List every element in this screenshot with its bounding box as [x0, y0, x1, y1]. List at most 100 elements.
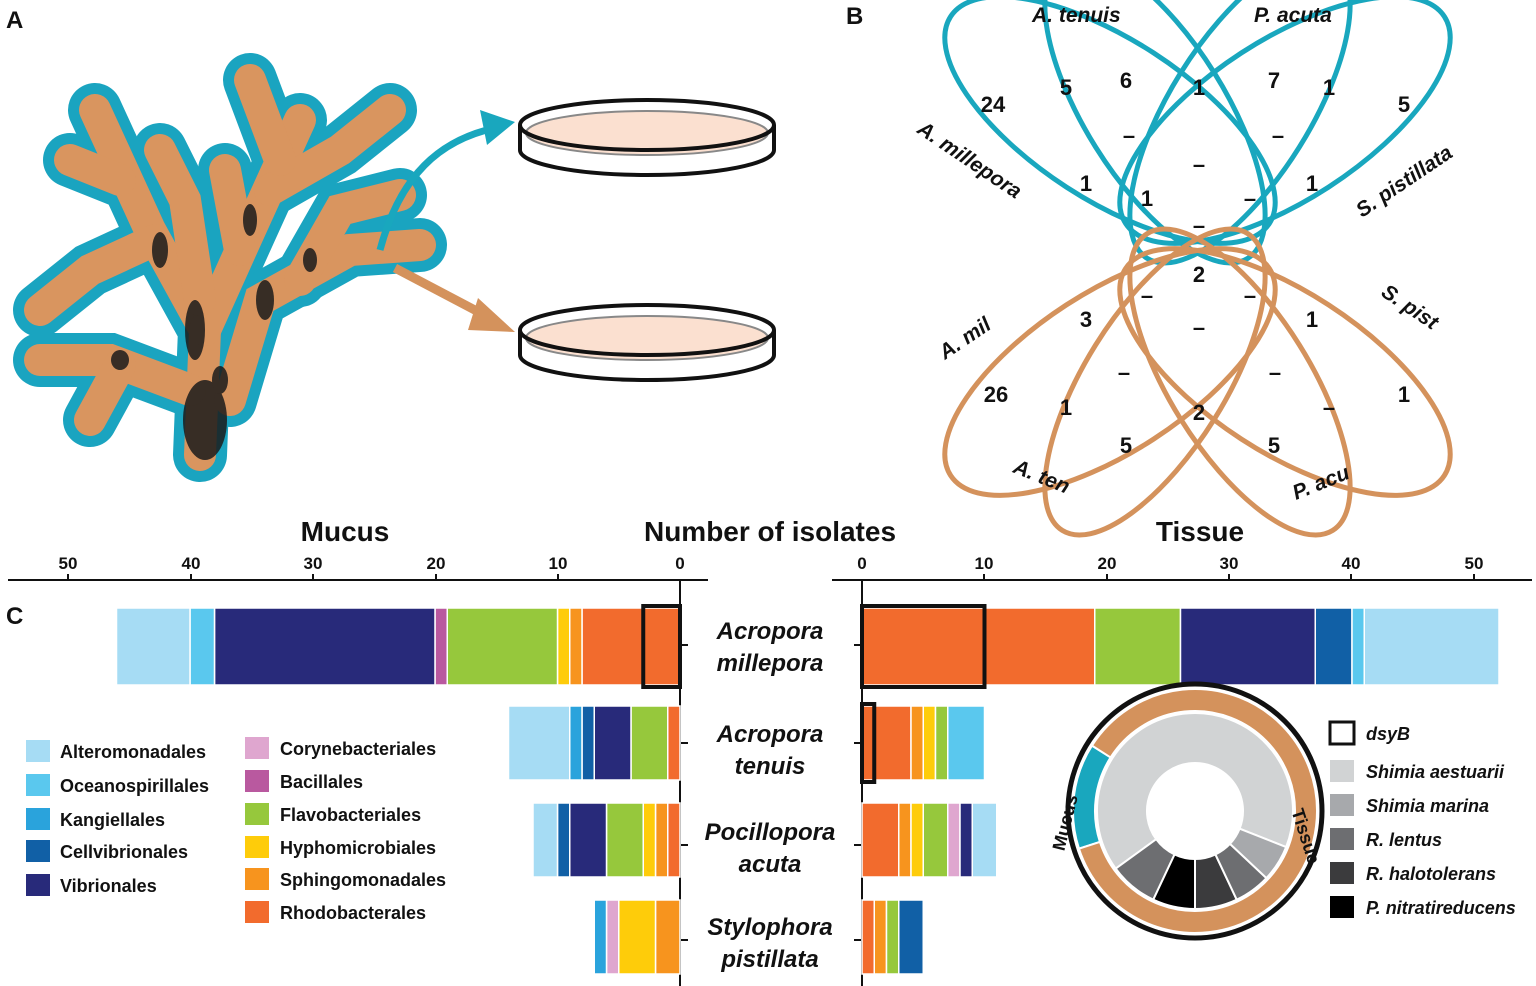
legend-swatch	[245, 868, 269, 890]
tissue-bar-segment	[885, 899, 900, 975]
species-label-line1: Stylophora	[707, 914, 832, 941]
species-label-line2: pistillata	[720, 946, 818, 973]
legend-swatch	[26, 740, 50, 762]
legend-swatch	[1330, 794, 1354, 816]
legend-swatch	[245, 836, 269, 858]
venn-mucus-count: –	[1193, 152, 1205, 177]
venn-tissue-count: –	[1269, 360, 1281, 385]
legend-dsyb: dsyB Shimia aestuarii Shimia marina R. l…	[1328, 720, 1516, 918]
venn-mucus-count: 6	[1120, 68, 1132, 93]
tick-label-mucus: 30	[304, 554, 323, 573]
axis-title-tissue: Tissue	[1156, 516, 1244, 547]
tissue-bar-segment	[861, 705, 912, 781]
mucus-bar-segment	[556, 802, 571, 878]
mucus-bar-segment	[593, 899, 608, 975]
venn-mucus-count: 1	[1141, 186, 1153, 211]
venn-mucus-count: 24	[981, 92, 1006, 117]
legend-label: Corynebacteriales	[280, 739, 436, 759]
tick-label-mucus: 50	[59, 554, 78, 573]
mucus-bar-segment	[569, 607, 583, 686]
mucus-bar-segment	[667, 802, 681, 878]
legend-label: Shimia marina	[1366, 796, 1489, 816]
mucus-bar-segment	[556, 607, 571, 686]
legend-label: Sphingomonadales	[280, 870, 446, 890]
venn-mucus-count: 5	[1060, 75, 1072, 100]
tissue-dsyb-outline	[860, 702, 877, 784]
mucus-bar-segment	[605, 899, 620, 975]
legend-swatch	[1330, 760, 1354, 782]
tissue-bar-segment	[922, 705, 937, 781]
tissue-bar-segment	[947, 705, 986, 781]
donut-inner-slice	[1194, 853, 1239, 911]
venn-tissue-count: –	[1118, 360, 1130, 385]
venn-mucus-label-3: S. pistillata	[1352, 141, 1457, 222]
venn-mucus-count: 5	[1398, 92, 1410, 117]
species-label-line2: tenuis	[735, 753, 806, 780]
tissue-bar-segment	[1179, 607, 1316, 686]
panel-label-b: B	[846, 3, 863, 30]
legend-label: Rhodobacterales	[280, 903, 426, 923]
tissue-bar-segment	[971, 802, 998, 878]
tick-label-mucus: 0	[675, 554, 684, 573]
venn-mucus-count: 1	[1323, 75, 1335, 100]
mucus-bar-segment	[569, 705, 583, 781]
tick-label-mucus: 40	[182, 554, 201, 573]
venn-mucus-count: 1	[1193, 75, 1205, 100]
mucus-bar-segment	[618, 899, 657, 975]
legend-label: Flavobacteriales	[280, 805, 421, 825]
venn-tissue-count: –	[1323, 395, 1335, 420]
legend-swatch	[26, 840, 50, 862]
mucus-bar-segment	[593, 705, 632, 781]
mucus-bar-segment	[605, 802, 644, 878]
mucus-bar-segment	[642, 802, 657, 878]
mucus-bar-segment	[189, 607, 216, 686]
venn-tissue: A. mil A. ten P. acu S. pist 26 3 2 1 1 …	[934, 226, 1453, 538]
mucus-bar-segment	[446, 607, 559, 686]
tick-label-mucus: 20	[427, 554, 446, 573]
venn-tissue-ellipse-4	[1117, 246, 1453, 498]
legend-swatch	[26, 874, 50, 896]
venn-tissue-count: 2	[1193, 400, 1205, 425]
mucus-bar-segment	[532, 802, 559, 878]
species-label-line1: Acropora	[716, 618, 824, 645]
tissue-bar-segment	[861, 607, 1096, 686]
panel-label-a: A	[6, 7, 23, 34]
tissue-bar-segment	[1363, 607, 1500, 686]
mucus-bar-segment	[654, 802, 669, 878]
venn-tissue-label-0: A. mil	[934, 312, 996, 364]
legend-swatch	[1330, 828, 1354, 850]
mucus-bar-segment	[115, 607, 191, 686]
tissue-bar-segment	[861, 899, 875, 975]
tissue-dsyb-outline	[860, 604, 987, 689]
tissue-bar-segment	[1094, 607, 1182, 686]
legend-label: Oceanospirillales	[60, 776, 209, 796]
tissue-bar-segment	[934, 705, 949, 781]
legend-swatch	[245, 770, 269, 792]
legend-label: Vibrionales	[60, 876, 157, 896]
tissue-bar-segment	[873, 899, 888, 975]
venn-tissue-count: 1	[1398, 382, 1410, 407]
tissue-bar-segment	[861, 802, 900, 878]
legend-label: Cellvibrionales	[60, 842, 188, 862]
axis-title-mucus: Mucus	[301, 516, 390, 547]
legend-swatch	[1330, 896, 1354, 918]
venn-mucus-ellipse-1	[942, 0, 1278, 246]
venn-tissue-ellipse-3	[1127, 226, 1353, 538]
venn-tissue-count: 1	[1060, 395, 1072, 420]
legend-dsyb-title: dsyB	[1366, 724, 1410, 744]
tissue-bar-segment	[922, 802, 949, 878]
species-labels: Acropora millepora Acropora tenuis Pocil…	[705, 618, 836, 973]
venn-tissue-label-3: S. pist	[1377, 280, 1443, 335]
venn-tissue-count: 1	[1306, 307, 1318, 332]
legend-label: Shimia aestuarii	[1366, 762, 1505, 782]
legend-label: Bacillales	[280, 772, 363, 792]
stacked-bars	[115, 604, 1500, 975]
axis-title-center: Number of isolates	[644, 516, 896, 547]
venn-tissue-count: 26	[984, 382, 1008, 407]
legend-swatch-dsyb	[1328, 720, 1356, 746]
species-label-line1: Acropora	[716, 721, 824, 748]
legend-label: Hyphomicrobiales	[280, 838, 436, 858]
venn-mucus-count: 1	[1306, 171, 1318, 196]
legend-swatch	[245, 737, 269, 759]
